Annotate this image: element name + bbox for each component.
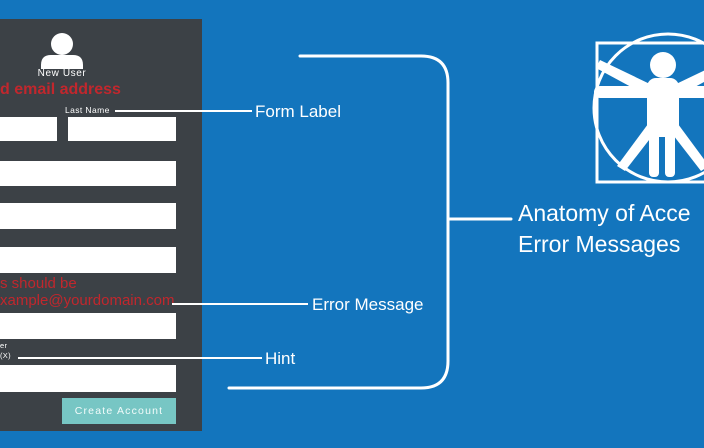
error-message-line1: s should be [0, 275, 77, 292]
main-title: Anatomy of Acce Error Messages [518, 198, 691, 260]
phone-hint-fragment: (X) [0, 351, 11, 360]
top-error-text: d email address [0, 81, 121, 98]
phone-input[interactable] [0, 365, 176, 392]
last-name-input[interactable] [68, 117, 176, 141]
text-input-4[interactable] [0, 247, 176, 273]
email-input[interactable] [0, 313, 176, 339]
text-input-2[interactable] [0, 161, 176, 186]
first-name-input[interactable] [0, 117, 57, 141]
error-message-annotation: Error Message [312, 295, 424, 314]
form-title: New User [37, 68, 87, 79]
form-label-annotation: Form Label [255, 102, 341, 121]
user-silhouette-icon [41, 33, 83, 69]
error-message-line2: xample@yourdomain.com [0, 292, 175, 309]
form-label-callout-line [115, 110, 252, 112]
last-name-label: Last Name [65, 105, 110, 115]
main-title-line1: Anatomy of Acce [518, 200, 691, 226]
hint-annotation: Hint [265, 349, 296, 368]
error-message-callout-line [172, 303, 308, 305]
text-input-3[interactable] [0, 203, 176, 229]
vitruvian-man-accessibility-icon [592, 32, 704, 184]
phone-label-fragment: er [0, 341, 8, 350]
hint-callout-line [18, 357, 262, 359]
main-title-line2: Error Messages [518, 231, 681, 257]
create-account-button[interactable]: Create Account [62, 398, 176, 424]
